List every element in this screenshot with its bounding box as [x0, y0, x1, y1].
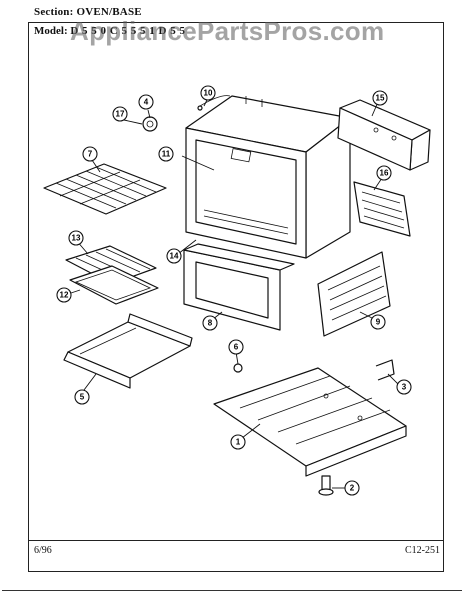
broiler-pan-set [65, 245, 159, 305]
callout-3: 3 [396, 379, 412, 395]
callout-15: 15 [372, 90, 388, 106]
diagram-frame [28, 22, 444, 572]
callout-2: 2 [344, 480, 360, 496]
oven-rack [43, 163, 167, 215]
side-panel-9 [317, 251, 391, 337]
callout-14: 14 [166, 248, 182, 264]
model-label: Model: [34, 25, 68, 37]
svg-text:14: 14 [170, 252, 179, 261]
callout-16: 16 [376, 165, 392, 181]
oven-base [213, 367, 407, 477]
svg-text:11: 11 [162, 150, 171, 159]
section-heading: Section: OVEN/BASE [34, 6, 142, 18]
svg-text:15: 15 [376, 94, 385, 103]
svg-text:2: 2 [350, 484, 355, 493]
lower-front-panel [183, 243, 295, 331]
svg-text:13: 13 [72, 234, 81, 243]
svg-text:8: 8 [208, 319, 213, 328]
section-value: OVEN/BASE [76, 6, 142, 18]
callout-9: 9 [370, 314, 386, 330]
svg-text:1: 1 [236, 438, 241, 447]
svg-text:16: 16 [380, 169, 389, 178]
svg-text:12: 12 [60, 291, 69, 300]
callout-6: 6 [228, 339, 244, 355]
svg-text:9: 9 [376, 318, 381, 327]
wire-10 [197, 95, 231, 111]
footer-date: 6/96 [34, 545, 52, 556]
callout-7: 7 [82, 146, 98, 162]
callout-1: 1 [230, 434, 246, 450]
callout-8-lower-panel: 8 [202, 315, 218, 331]
callout-11: 11 [158, 146, 174, 162]
oven-cavity [185, 95, 351, 259]
leader-lines [67, 97, 399, 489]
back-top-panel [337, 99, 431, 171]
svg-text:5: 5 [80, 393, 85, 402]
section-label: Section: [34, 6, 74, 18]
side-panel-16 [353, 181, 411, 237]
callout-10: 10 [200, 85, 216, 101]
watermark: AppliancePartsPros.com [70, 16, 385, 46]
svg-text:3: 3 [402, 383, 407, 392]
callout-17: 17 [112, 106, 128, 122]
footer-divider [28, 540, 444, 541]
lamp-socket-4 [142, 116, 158, 132]
callout-13: 13 [68, 230, 84, 246]
model-line: Model: D 5 5 0 C 5 5 5 1 D 5 5 [34, 25, 185, 37]
svg-text:17: 17 [116, 110, 125, 119]
svg-text:10: 10 [204, 89, 213, 98]
svg-text:4: 4 [144, 98, 149, 107]
svg-text:6: 6 [234, 343, 239, 352]
callout-4: 4 [138, 94, 154, 110]
leveling-leg [318, 475, 334, 496]
storage-drawer [63, 313, 193, 389]
callout-12: 12 [56, 287, 72, 303]
callout-5: 5 [74, 389, 90, 405]
svg-text:7: 7 [88, 150, 93, 159]
bottom-divider [2, 590, 462, 591]
screw-6 [233, 363, 243, 373]
model-numbers: D 5 5 0 C 5 5 5 1 D 5 5 [70, 25, 186, 37]
footer-page-code: C12-251 [405, 545, 440, 556]
